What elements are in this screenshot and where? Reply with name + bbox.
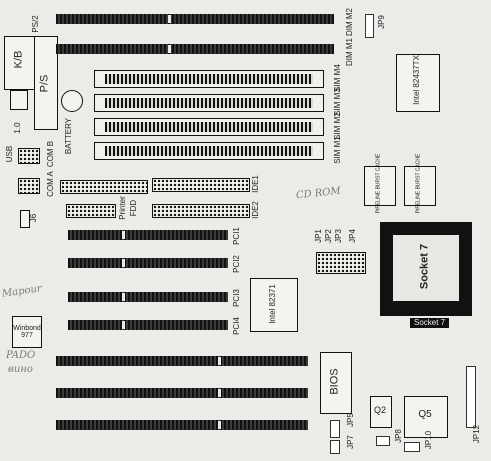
fdd-label: FDD: [129, 199, 138, 217]
intel-82437tx-label: Intel 82437TX: [412, 55, 421, 105]
winbond-977-label: Winbond 977: [13, 325, 41, 340]
jp10-jumper: [404, 442, 420, 452]
isa-slot-3: [56, 420, 308, 430]
jp1-label: JP1: [314, 229, 323, 243]
printer-header: [60, 180, 148, 194]
usb-label: USB: [5, 145, 14, 163]
simm-m2-slot: [94, 118, 324, 136]
jp3-label: JP3: [334, 229, 343, 243]
q5-component: [404, 396, 448, 438]
winbond-977-chip: [12, 316, 42, 348]
bios-chip: [320, 352, 352, 414]
jp2-label: JP2: [324, 229, 333, 243]
pci1-label: PCI1: [232, 227, 241, 245]
jp10-label: JP10: [424, 430, 433, 450]
j6-label: J6: [29, 213, 38, 223]
com-a-label: COM A: [46, 171, 55, 197]
com-a-header: [18, 178, 40, 194]
cache-chip-a-label: PIPELINE BURST CACHE: [375, 153, 382, 214]
jp9-label: JP9: [377, 15, 386, 29]
cache-chip-a: [364, 166, 396, 206]
rear-panel-box: [4, 36, 36, 90]
ide2-header: [152, 204, 250, 218]
dimm-m1-label: DIM M1: [345, 38, 354, 66]
q2-label: Q2: [373, 405, 386, 415]
handwritten-note-mapour: Mapour: [1, 283, 43, 300]
socket-7-center-label: Socket 7: [418, 243, 431, 290]
jp12-jumper: [466, 366, 476, 428]
dimm-m2-slot: [56, 14, 334, 24]
kb-label: K/B: [12, 50, 25, 69]
q5-label: Q5: [418, 409, 432, 420]
pci4-slot: [68, 320, 228, 330]
handwritten-note-cdrom: CD ROM: [295, 185, 342, 202]
simm-m4-slot: [94, 70, 324, 88]
ide1-label: IDE1: [251, 175, 260, 193]
printer-label: Printer: [118, 196, 127, 220]
jp4-label: JP4: [348, 229, 357, 243]
com-b-header: [18, 148, 40, 164]
ide2-label: IDE2: [251, 201, 260, 219]
ps-connector: [34, 36, 58, 130]
usb-connector: [10, 90, 28, 110]
jp12-label: JP12: [472, 424, 481, 444]
pci4-label: PCI4: [232, 317, 241, 335]
simm-m1-label: SIM M1: [333, 136, 342, 164]
pci3-slot: [68, 292, 228, 302]
ps-label: P/S: [38, 74, 51, 93]
jp5-label: JP5: [346, 413, 355, 427]
battery-label: BATTERY: [64, 117, 73, 155]
isa-slot-2: [56, 388, 308, 398]
jp5-jumper: [330, 420, 340, 438]
usb-version-label: 1.0: [13, 122, 22, 134]
pci2-label: PCI2: [232, 255, 241, 273]
cpu-socket-7-core: [392, 234, 460, 302]
cache-chip-b: [404, 166, 436, 206]
fdd-header: [66, 204, 116, 218]
simm-m1-slot: [94, 142, 324, 160]
j6-header: [20, 210, 30, 228]
simm-m3-slot: [94, 94, 324, 112]
dimm-m1-slot: [56, 44, 334, 54]
intel-82371-chip: [250, 278, 298, 332]
com-b-label: COM B: [46, 140, 55, 168]
pci1-slot: [68, 230, 228, 240]
jp1-4-jumper-block: [316, 252, 366, 274]
jp7-label: JP7: [346, 435, 355, 449]
intel-82437tx-chip: [396, 54, 440, 112]
ide1-header: [152, 178, 250, 192]
bios-label: BIOS: [328, 368, 341, 395]
jp7-jumper: [330, 440, 340, 454]
jp8-jumper: [376, 436, 390, 446]
socket-7-bottom-label: Socket 7: [410, 318, 450, 328]
isa-slot-1: [56, 356, 308, 366]
handwritten-note-vino: вино: [8, 364, 33, 375]
cache-chip-b-label: PIPELINE BURST CACHE: [415, 153, 422, 214]
handwritten-note-pado: PADO: [6, 350, 36, 361]
battery-icon: [61, 90, 83, 112]
jp8-label: JP8: [394, 429, 403, 443]
q2-component: [370, 396, 392, 428]
intel-82371-label: Intel 82371: [268, 284, 277, 324]
pci2-slot: [68, 258, 228, 268]
jp9-jumper: [365, 14, 374, 38]
ps2-label: PS/2: [31, 15, 40, 33]
pci3-label: PCI3: [232, 289, 241, 307]
